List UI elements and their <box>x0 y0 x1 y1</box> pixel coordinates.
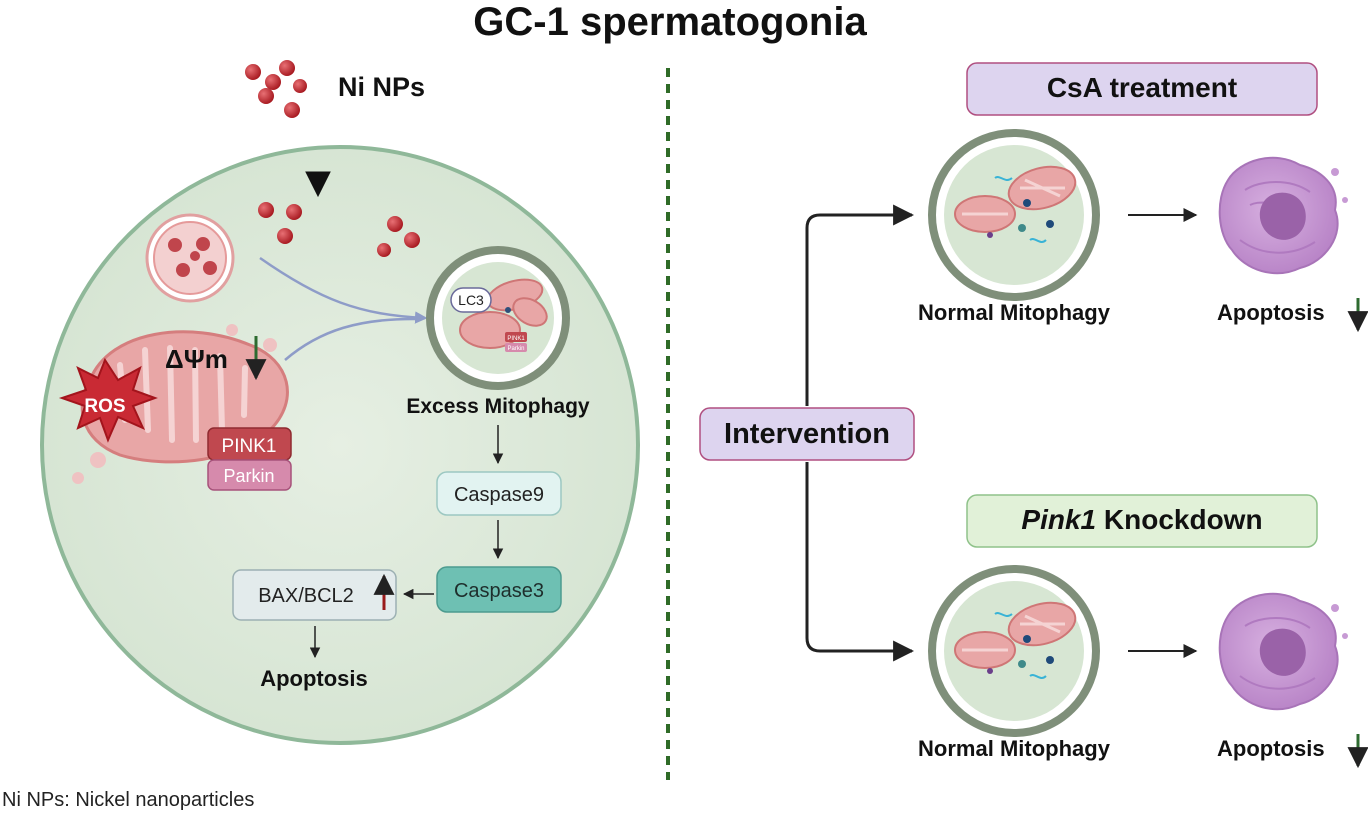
pink1-label: PINK1 <box>222 436 277 457</box>
apoptosis-bottom-label: Apoptosis <box>1217 736 1325 761</box>
lysosome <box>145 213 235 303</box>
branch-to-csa <box>805 204 915 406</box>
ros-burst <box>58 357 158 443</box>
left-apoptosis-label: Apoptosis <box>260 666 368 691</box>
intervention-box <box>699 407 915 461</box>
normal-autophagosome-bottom <box>928 565 1100 737</box>
ni-nps-label: Ni NPs <box>338 72 425 102</box>
pink1-knockdown-gene: Pink1 <box>1021 504 1096 535</box>
autophagosome: PINK1 Parkin <box>426 246 570 390</box>
caspase9-label: Caspase9 <box>454 484 544 506</box>
apoptotic-cell-bottom <box>1218 592 1348 711</box>
csa-treatment-label: CsA treatment <box>1047 72 1237 103</box>
autophagosome-pink1-label: PINK1 <box>507 336 525 342</box>
csa-treatment-box <box>966 62 1318 116</box>
normal-autophagosome-top <box>928 129 1100 301</box>
ros-label: ROS <box>84 396 125 417</box>
autophagosome-parkin-label: Parkin <box>507 346 524 352</box>
parkin-box <box>207 459 292 491</box>
intervention-label: Intervention <box>724 418 890 450</box>
parkin-label: Parkin <box>223 466 274 486</box>
apoptotic-cell-top <box>1218 156 1348 275</box>
caspase3-box <box>436 566 562 613</box>
apoptosis-top-label: Apoptosis <box>1217 300 1325 325</box>
pink1-knockdown-box <box>966 494 1318 548</box>
lysosome-flow-curve <box>259 256 428 324</box>
normal-mitophagy-bottom-label: Normal Mitophagy <box>918 736 1111 761</box>
nanoparticles-outside <box>245 60 307 118</box>
mitochondria-flow-curve <box>284 317 421 361</box>
branch-to-pink1-knockdown <box>805 462 915 662</box>
lc3-badge <box>450 287 492 313</box>
footnote: Ni NPs: Nickel nanoparticles <box>2 789 254 811</box>
caspase9-box <box>436 471 562 516</box>
excess-mitophagy-label: Excess Mitophagy <box>406 395 590 418</box>
normal-mitophagy-top-label: Normal Mitophagy <box>918 300 1111 325</box>
caspase3-label: Caspase3 <box>454 580 544 602</box>
figure-title: GC-1 spermatogonia <box>473 0 867 44</box>
pink1-knockdown-label: Pink1 Knockdown <box>1021 504 1262 535</box>
bax-bcl2-box <box>232 569 397 621</box>
pink1-knockdown-word: Knockdown <box>1104 504 1263 535</box>
lc3-label: LC3 <box>458 292 484 308</box>
nanoparticles-inside <box>258 202 420 257</box>
bax-bcl2-label: BAX/BCL2 <box>258 585 354 607</box>
membrane-potential-label: ΔΨm <box>165 344 228 374</box>
